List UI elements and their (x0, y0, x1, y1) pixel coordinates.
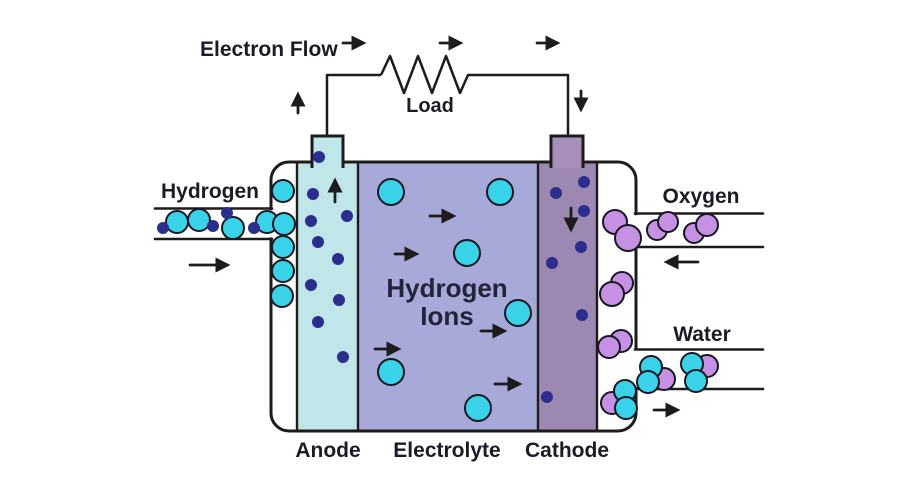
hydrogen-molecule (504, 299, 532, 327)
electron-dot (578, 205, 590, 217)
load-label: Load (406, 95, 454, 117)
hydrogen-molecule (614, 396, 638, 420)
load-resistor-icon (379, 54, 478, 95)
electrolyte-label: Electrolyte (393, 439, 500, 462)
electron-dot (312, 236, 324, 248)
electron-dot (157, 222, 169, 234)
electron-dot (312, 316, 324, 328)
hydrogen-pipe (153, 207, 274, 241)
electron-dot (305, 215, 317, 227)
electron-dot (546, 257, 558, 269)
hydrogen-ions-line1: Hydrogen (386, 273, 507, 303)
hydrogen-molecule (272, 212, 296, 236)
hydrogen-molecule (453, 239, 481, 267)
oxygen-pipe (633, 212, 765, 249)
electron-dot (221, 207, 233, 219)
electron-dot (305, 279, 317, 291)
hydrogen-molecule (271, 179, 295, 203)
oxygen-molecule (614, 224, 642, 252)
hydrogen-molecule (270, 284, 294, 308)
hydrogen-molecule (486, 178, 514, 206)
hydrogen-label: Hydrogen (161, 180, 259, 203)
electron-dot (341, 210, 353, 222)
electron-dot (307, 188, 319, 200)
hydrogen-molecule (464, 394, 492, 422)
electron-dot (575, 241, 587, 253)
hydrogen-molecule (271, 235, 295, 259)
oxygen-molecule (695, 213, 719, 237)
anode-region (297, 163, 358, 430)
hydrogen-ions-label: Hydrogen Ions (386, 273, 507, 331)
external-circuit (325, 54, 570, 137)
electron-dot (541, 391, 553, 403)
circuit-wire-left (325, 73, 381, 137)
cathode-label: Cathode (525, 439, 609, 462)
electron-dot (333, 294, 345, 306)
hydrogen-molecule (187, 208, 211, 232)
electron-dot (207, 220, 219, 232)
particles-layer (157, 151, 719, 422)
hydrogen-molecule (377, 178, 405, 206)
electron-dot (550, 187, 562, 199)
circuit-wire-right (478, 73, 570, 137)
hydrogen-molecule (221, 216, 245, 240)
hydrogen-molecule (636, 370, 660, 394)
oxygen-molecule (597, 335, 621, 359)
electron-dot (332, 253, 344, 265)
hydrogen-molecule (165, 210, 189, 234)
hydrogen-molecule (271, 259, 295, 283)
anode-label: Anode (295, 439, 360, 462)
water-label: Water (673, 323, 731, 346)
hydrogen-ions-line2: Ions (420, 301, 473, 331)
electron-dot (313, 151, 325, 163)
electron-flow-label: Electron Flow (200, 38, 338, 61)
electron-dot (578, 176, 590, 188)
oxygen-molecule (657, 211, 679, 233)
electron-dot (337, 351, 349, 363)
oxygen-molecule (599, 281, 625, 307)
hydrogen-molecule (684, 369, 708, 393)
cathode-region (538, 163, 597, 430)
flow-arrows (188, 35, 700, 418)
hydrogen-molecule (377, 358, 405, 386)
oxygen-label: Oxygen (662, 185, 739, 208)
electron-dot (576, 309, 588, 321)
electron-dot (248, 222, 260, 234)
cathode-terminal (549, 134, 585, 168)
